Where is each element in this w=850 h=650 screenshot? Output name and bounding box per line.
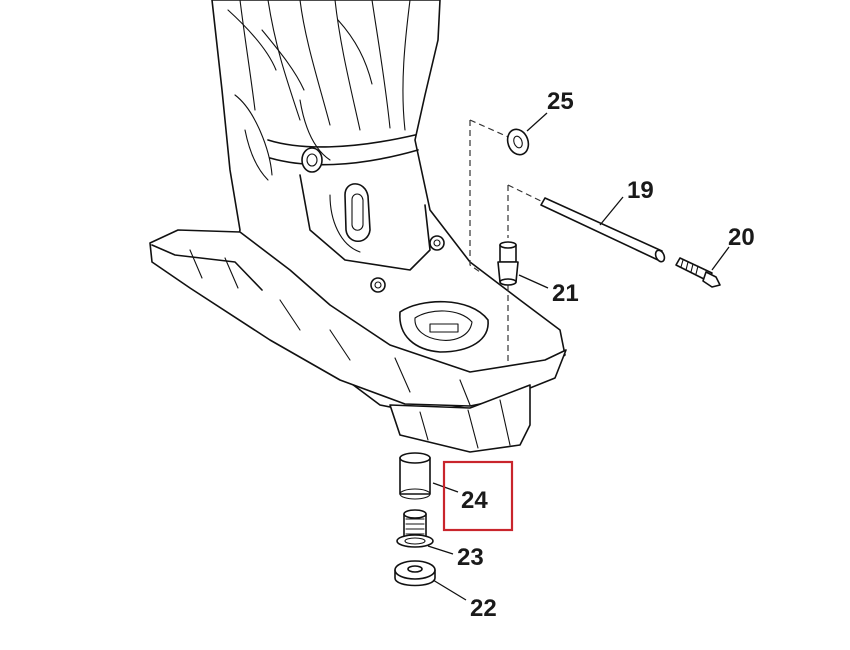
callout-20: 20 <box>728 224 755 251</box>
part-19-rod <box>540 197 666 263</box>
part-20-stud <box>675 257 721 288</box>
callout-21: 21 <box>552 280 579 307</box>
gearcase-housing <box>149 0 567 453</box>
leader-lines <box>427 112 730 601</box>
callout-22: 22 <box>470 595 497 622</box>
part-21-fitting <box>497 241 519 286</box>
part-24-bushing <box>399 452 431 500</box>
part-23-flanged-bushing <box>396 509 434 548</box>
part-25-washer <box>506 128 530 156</box>
part-22-washer <box>394 560 436 587</box>
callout-24: 24 <box>461 487 488 514</box>
callout-25: 25 <box>547 88 574 115</box>
callout-19: 19 <box>627 177 654 204</box>
highlight-box <box>442 460 514 532</box>
callout-23: 23 <box>457 544 484 571</box>
